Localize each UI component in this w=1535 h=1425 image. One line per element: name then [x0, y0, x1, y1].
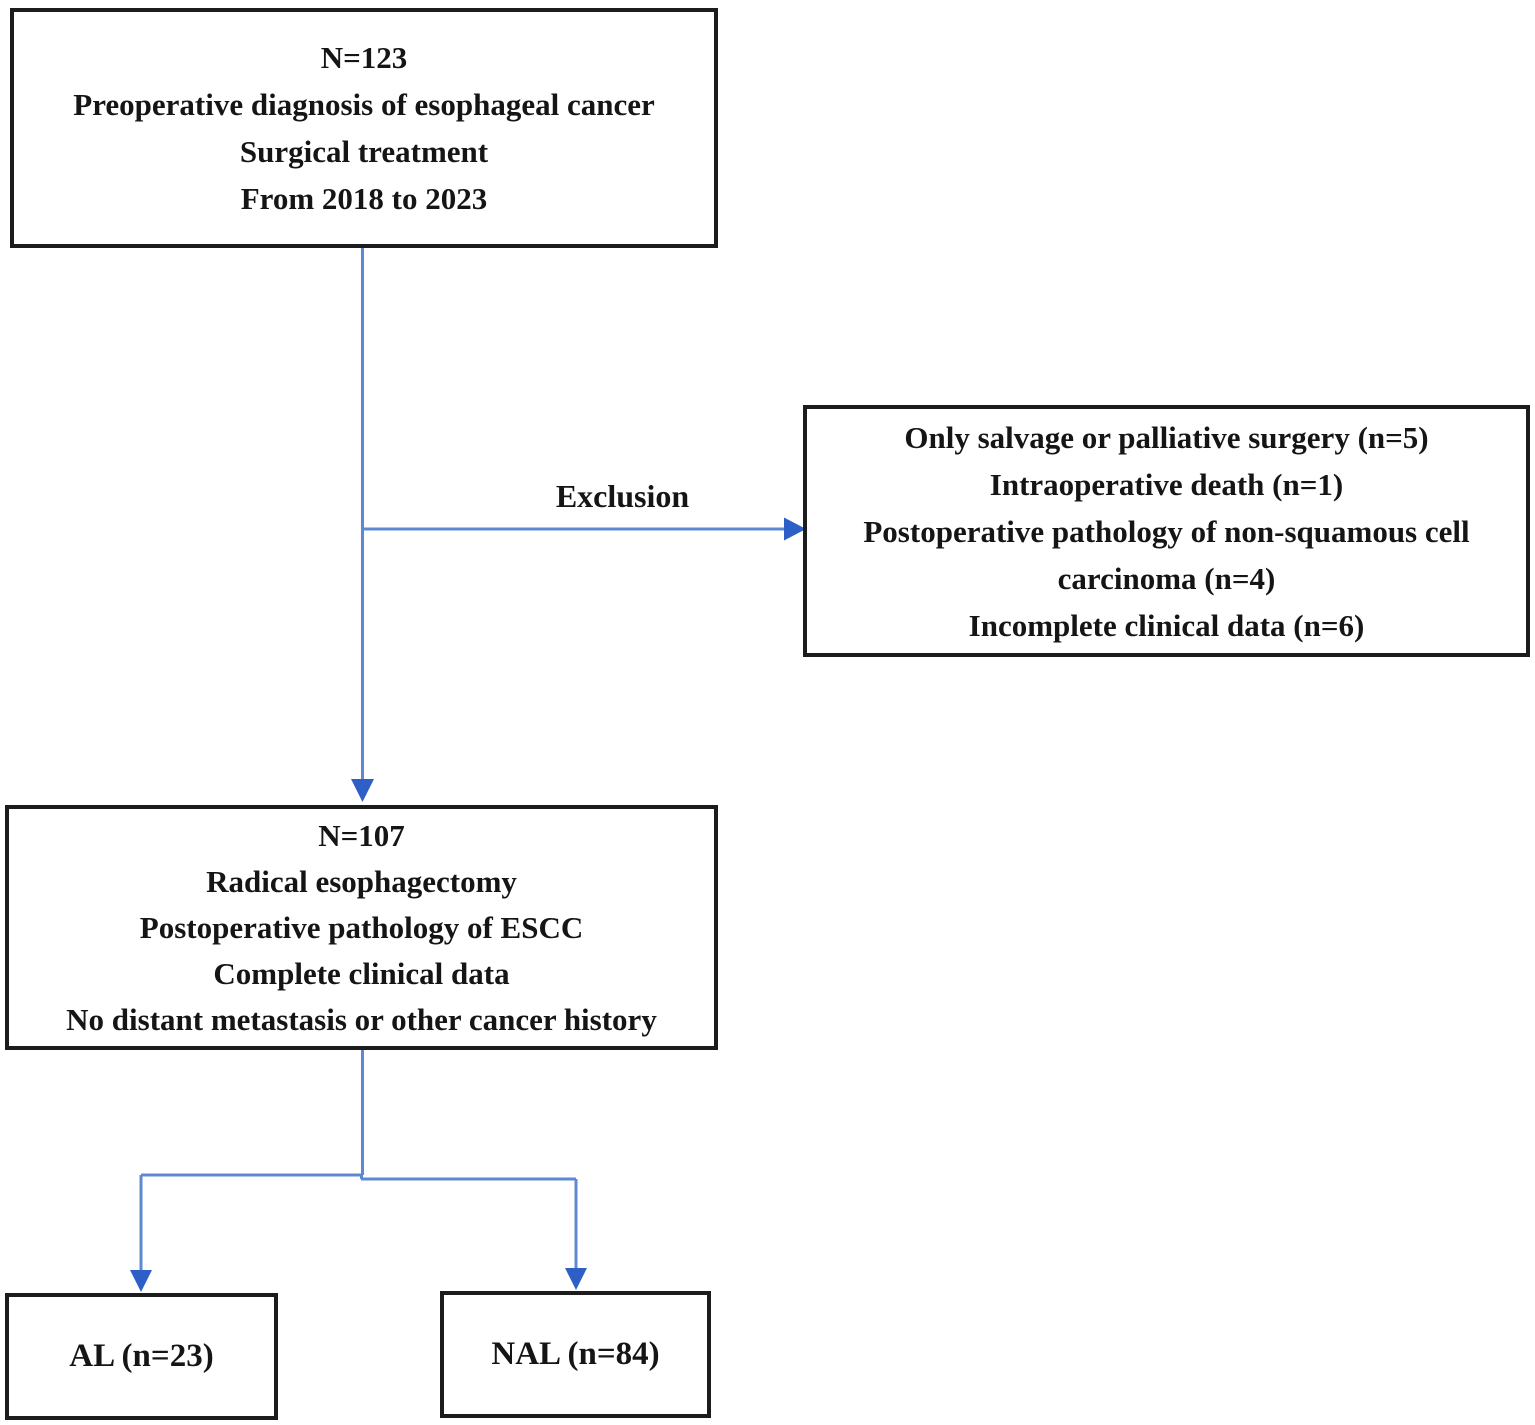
node-nal-group: NAL (n=84)	[440, 1291, 711, 1418]
node-initial-line-period: From 2018 to 2023	[240, 181, 488, 216]
exclusion-line-death: Intraoperative death (n=1)	[989, 466, 1344, 502]
included-line-esophagectomy: Radical esophagectomy	[206, 863, 517, 899]
exclusion-line-pathology: Postoperative pathology of non-squamous …	[863, 513, 1470, 596]
node-initial-line-treatment: Surgical treatment	[239, 134, 489, 169]
node-exclusion-criteria: Only salvage or palliative surgery (n=5)…	[803, 405, 1530, 657]
exclusion-line-salvage: Only salvage or palliative surgery (n=5)	[904, 419, 1429, 455]
arrowhead-down-nal-icon	[565, 1268, 587, 1290]
node-included-cohort: N=107 Radical esophagectomy Postoperativ…	[5, 805, 718, 1050]
arrowhead-right-exclusion-icon	[784, 517, 806, 541]
arrowhead-down-included-icon	[351, 779, 374, 802]
included-line-n: N=107	[318, 817, 405, 853]
arrowhead-down-al-icon	[130, 1270, 152, 1292]
node-initial-line-n: N=123	[320, 40, 408, 75]
node-al-group: AL (n=23)	[5, 1293, 278, 1420]
edge-label-exclusion: Exclusion	[555, 478, 690, 514]
included-line-data: Complete clinical data	[213, 955, 510, 991]
included-line-metastasis: No distant metastasis or other cancer hi…	[66, 1001, 657, 1037]
node-initial-cohort: N=123 Preoperative diagnosis of esophage…	[10, 8, 718, 248]
al-group-label: AL (n=23)	[69, 1338, 214, 1374]
exclusion-line-incomplete: Incomplete clinical data (n=6)	[968, 607, 1365, 643]
nal-group-label: NAL (n=84)	[491, 1336, 660, 1372]
included-line-pathology: Postoperative pathology of ESCC	[139, 909, 584, 945]
node-initial-line-diagnosis: Preoperative diagnosis of esophageal can…	[73, 87, 655, 122]
